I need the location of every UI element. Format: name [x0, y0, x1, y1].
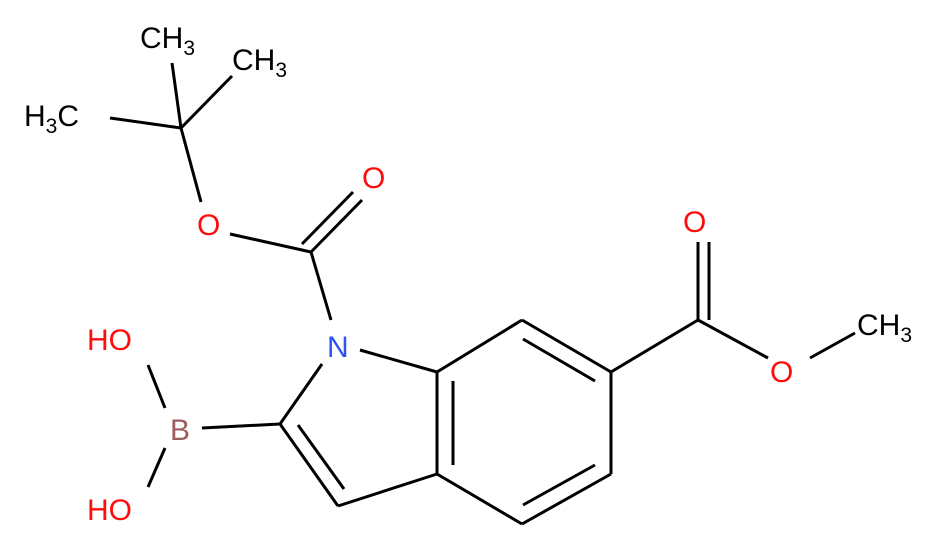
bond-c6-ester-c [610, 318, 699, 374]
bond-c7-c6 [521, 318, 612, 374]
atom-oh-top: HO [87, 324, 132, 357]
bond-c7a-c7 [436, 318, 523, 374]
bond-n-c2 [278, 363, 324, 425]
bond-c4-c3a [436, 472, 523, 526]
bond-c2-c3-inner [296, 424, 346, 490]
atom-o-boc-carbonyl: O [362, 162, 385, 195]
atom-ch3-right: CH3 [232, 44, 287, 82]
bond-tbu-ch3a [170, 62, 183, 129]
bond-boc-c-o-double-1 [309, 198, 364, 254]
atom-o-ester-methyl: O [770, 356, 793, 389]
bond-ester-c-o [697, 318, 769, 360]
bond-c3-c3a [337, 472, 438, 508]
bond-c5-c4-inner [522, 463, 596, 507]
bond-tbu-o [179, 127, 203, 203]
bond-c7-c6-inner [522, 337, 596, 383]
bond-b-oh-top [146, 364, 167, 409]
bond-tbu-ch3b [179, 74, 234, 130]
bond-b-oh-bottom [146, 447, 167, 488]
atom-o-ester-carbonyl: O [683, 206, 706, 239]
bond-c2-b [201, 422, 281, 430]
bond-n-c7a [359, 348, 438, 374]
bond-carbonylc-n [309, 251, 333, 321]
atom-ch3-top: CH3 [140, 22, 195, 60]
bond-c2-c3 [278, 423, 340, 507]
atom-o-boc-ester: O [197, 209, 220, 242]
atom-boron: B [170, 414, 190, 447]
atom-n-indole: N [327, 331, 349, 364]
atom-oh-bottom: HO [87, 494, 132, 527]
bond-o-carbonylc [229, 232, 312, 254]
bond-c5-c4 [521, 472, 612, 526]
bond-o-methyl [809, 331, 856, 360]
bond-boc-c-o-double-2 [300, 190, 355, 246]
atom-ch3-methyl: CH3 [857, 309, 912, 347]
bond-tbu-h3c [109, 116, 182, 130]
atom-h3c-left: H3C [24, 100, 79, 138]
